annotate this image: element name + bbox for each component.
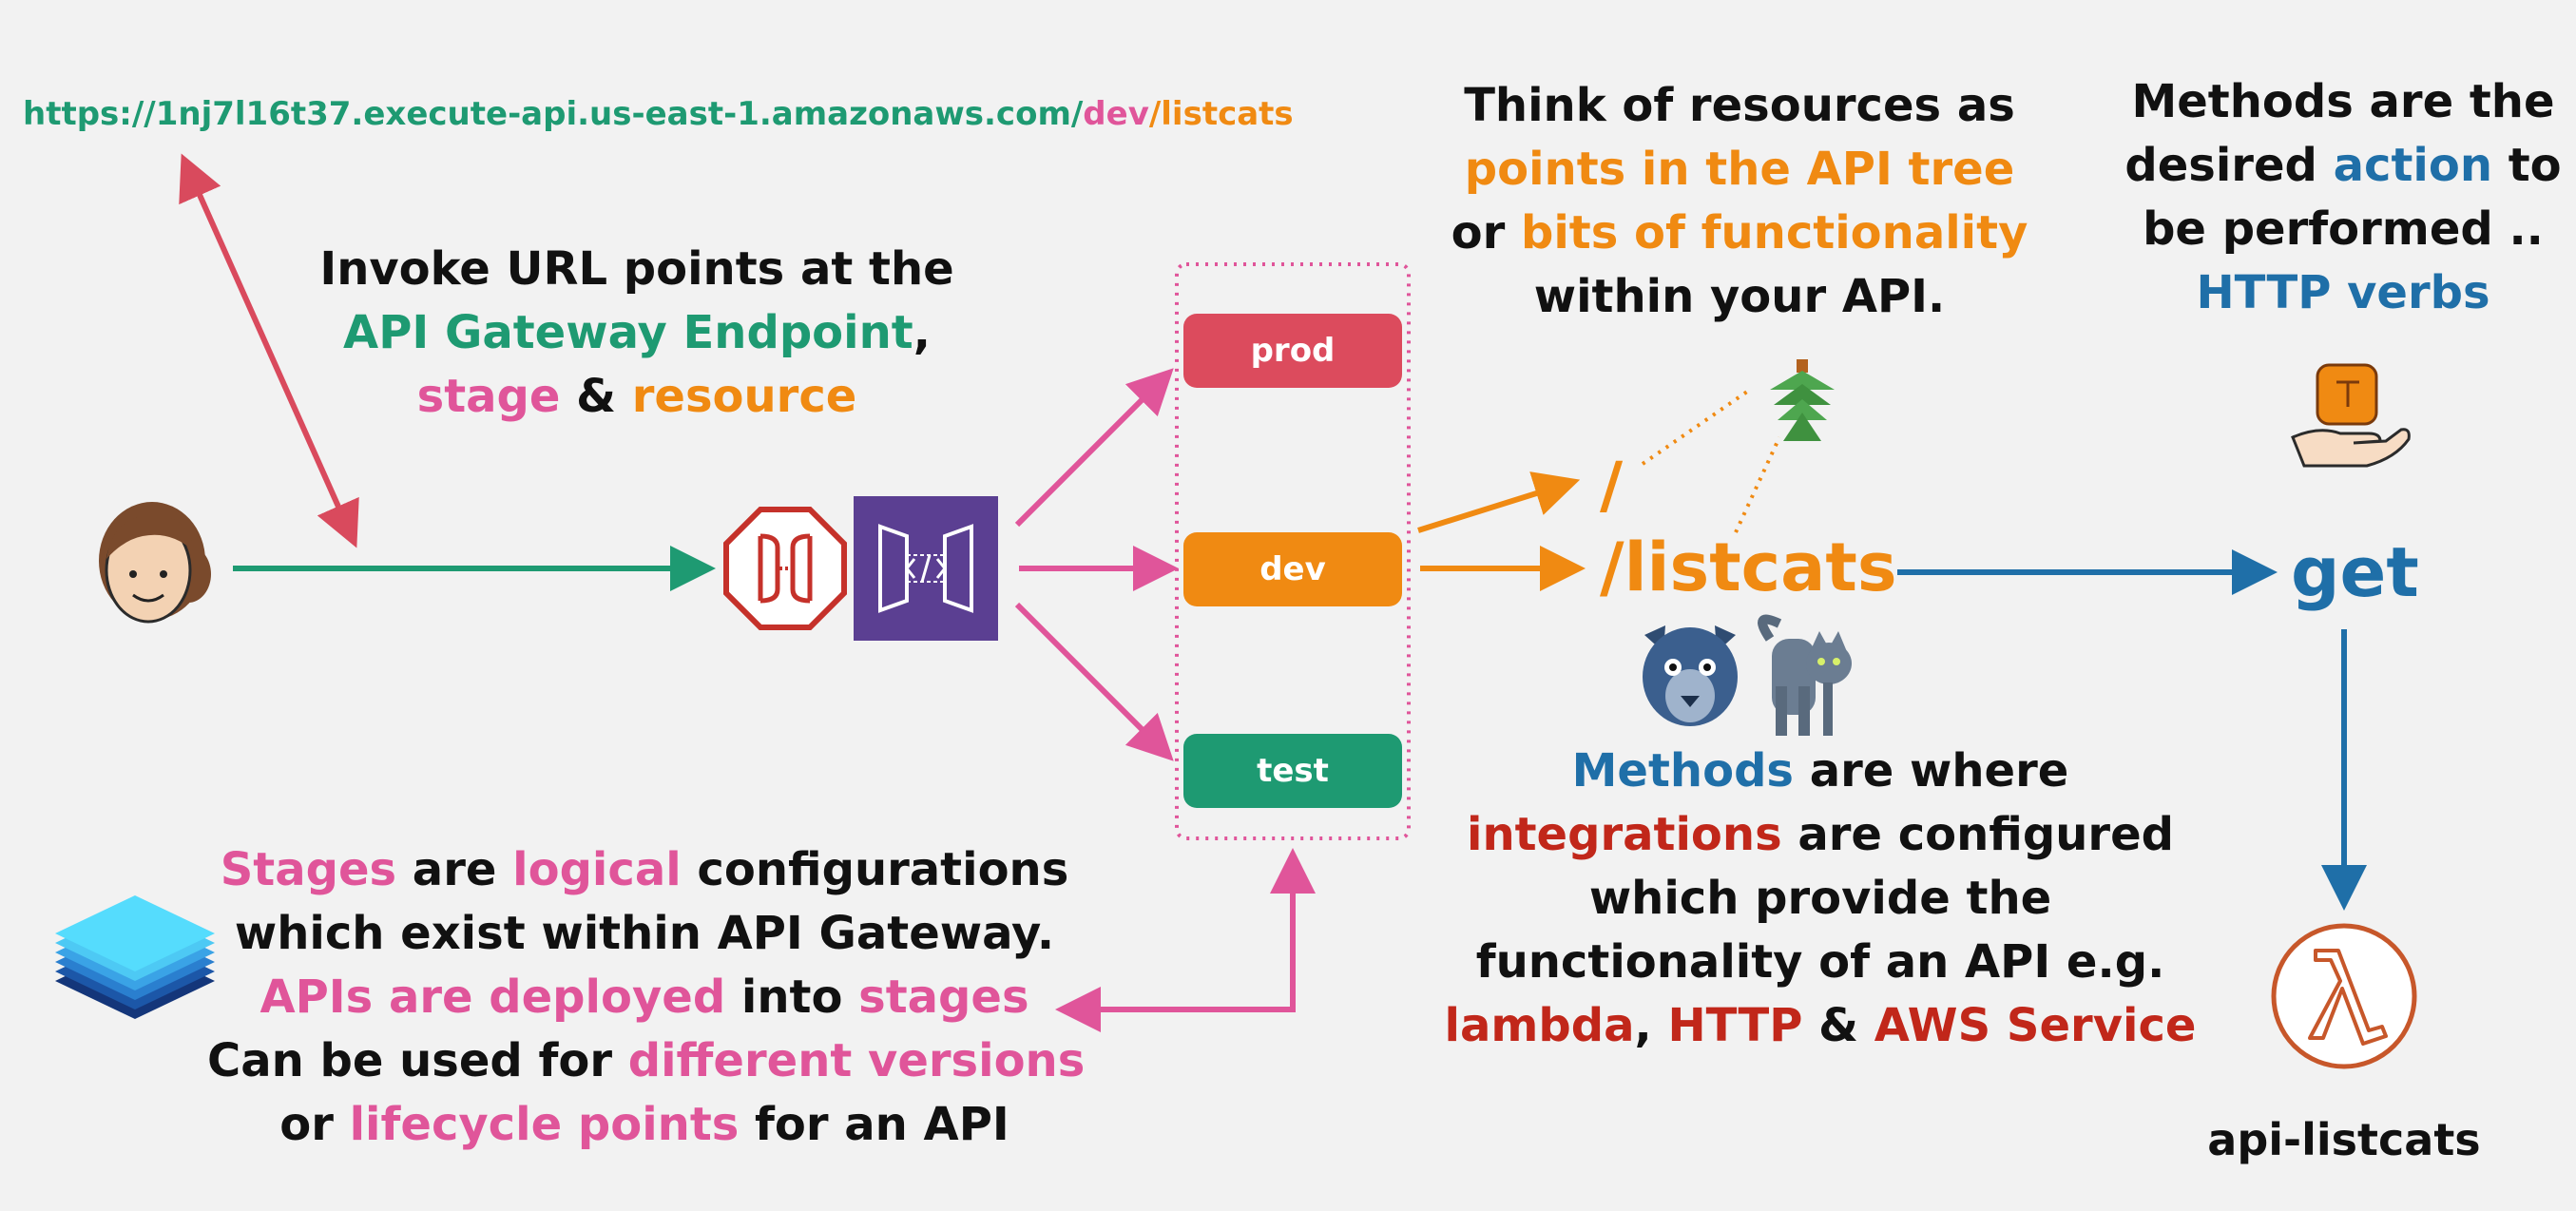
integrations-note-http: HTTP: [1667, 999, 1803, 1052]
integrations-note-configured: are configured: [1781, 808, 2174, 861]
methods-note-desired: desired: [2124, 139, 2334, 192]
integrations-note-line-3: which provide the: [1588, 872, 2052, 925]
resources-note-line-1: Think of resources as: [1464, 79, 2015, 132]
hand-with-box-icon: [2291, 363, 2411, 468]
resource-listcats[interactable]: /listcats: [1600, 529, 1897, 606]
url-separator: /: [1148, 95, 1162, 133]
gateway-to-test-arrow: [1014, 602, 1174, 761]
url-to-user-arrow: [179, 153, 359, 548]
invoke-note-line-1: Invoke URL points at the: [319, 242, 954, 296]
lambda-icon: [2271, 923, 2417, 1069]
methods-note-to: to: [2491, 139, 2562, 192]
url-stage: dev: [1083, 95, 1149, 133]
stage-prod[interactable]: prod: [1183, 314, 1402, 388]
resources-note-line-3: or bits of functionality: [1416, 202, 2063, 265]
invoke-note-comma: ,: [913, 306, 931, 359]
cat-icon: [1758, 614, 1852, 736]
stages-note-used-for: Can be used for: [207, 1034, 628, 1087]
url-base: https://1nj7l16t37.execute-api.us-east-1…: [23, 95, 1084, 133]
stages-note-for-api: for an API: [739, 1098, 1009, 1151]
gateway-to-prod-arrow: [1014, 368, 1174, 528]
integrations-note-line-1: Methods are where: [1426, 740, 2215, 803]
method-get[interactable]: get: [2291, 532, 2419, 612]
url-resource: listcats: [1161, 95, 1294, 133]
api-gateway-icon: [854, 496, 998, 641]
integrations-note-amp: &: [1802, 999, 1874, 1052]
integrations-note-integrations: integrations: [1466, 808, 1782, 861]
invoke-note-line-3: stage & resource: [304, 365, 970, 429]
stages-note-line-3: APIs are deployed into stages: [207, 966, 1082, 1029]
invoke-url-note: Invoke URL points at the API Gateway End…: [304, 238, 970, 429]
methods-note-line-4: HTTP verbs: [2196, 266, 2490, 319]
layers-icon: [55, 895, 215, 1019]
resources-note-or: or: [1451, 206, 1521, 260]
stages-note-line-4: Can be used for different versions: [207, 1029, 1085, 1093]
stages-note-versions: different versions: [627, 1034, 1086, 1087]
tree-link-root: [1641, 390, 1749, 466]
invoke-note-stage: stage: [416, 370, 561, 423]
methods-note-line-1: Methods are the: [2131, 75, 2555, 128]
resources-note: Think of resources as points in the API …: [1416, 74, 2063, 329]
stages-note-stages: Stages: [220, 843, 397, 896]
tree-icon: [1770, 359, 1835, 441]
stage-dev[interactable]: dev: [1183, 532, 1402, 606]
stages-container: [1175, 262, 1411, 840]
integrations-note-comma: ,: [1634, 999, 1668, 1052]
tree-link-listcats: [1734, 436, 1781, 533]
stages-note-or: or: [279, 1098, 350, 1151]
dev-to-root-arrow: [1417, 471, 1581, 533]
invoke-note-line-2: API Gateway Endpoint,: [304, 301, 970, 365]
integrations-note-lambda: lambda: [1444, 999, 1635, 1052]
stage-test[interactable]: test: [1183, 734, 1402, 808]
stages-note-logical: logical: [512, 843, 682, 896]
resources-note-bits: bits of functionality: [1520, 206, 2028, 260]
integrations-note: Methods are where integrations are confi…: [1426, 740, 2215, 1058]
integrations-note-line-5: lambda, HTTP & AWS Service: [1426, 994, 2215, 1058]
resources-note-line-4: within your API.: [1533, 270, 1946, 323]
panther-icon: [1643, 625, 1738, 726]
integrations-note-aws-service: AWS Service: [1874, 999, 2197, 1052]
stages-note-are: are: [396, 843, 513, 896]
stages-note-stages-2: stages: [858, 971, 1029, 1024]
integrations-note-are-where: are where: [1794, 744, 2069, 798]
invoke-note-endpoint: API Gateway Endpoint: [343, 306, 913, 359]
stages-note-deployed: APIs are deployed: [260, 971, 726, 1024]
resources-note-line-2: points in the API tree: [1464, 143, 2015, 196]
integrations-note-line-4: functionality of an API e.g.: [1475, 935, 2165, 989]
stages-note-line-1: Stages are logical configurations: [207, 838, 1082, 902]
stages-note-configurations: configurations: [681, 843, 1069, 896]
invoke-url: https://1nj7l16t37.execute-api.us-east-1…: [23, 95, 1294, 133]
invoke-note-resource: resource: [631, 370, 857, 423]
lambda-name: api-listcats: [2207, 1114, 2481, 1165]
invoke-note-amp: &: [560, 370, 632, 423]
stages-note-into: into: [725, 971, 859, 1024]
methods-note-action: action: [2333, 139, 2492, 192]
gateway-endpoint-icon: [723, 507, 847, 630]
user-icon: [99, 502, 211, 624]
methods-note-line-3: be performed ..: [2143, 202, 2544, 256]
stages-note-lifecycle: lifecycle points: [349, 1098, 740, 1151]
integrations-note-line-2: integrations are configured: [1426, 803, 2215, 867]
stages-note-line-2: which exist within API Gateway.: [234, 907, 1055, 960]
methods-note-line-2: desired action to: [2091, 134, 2576, 198]
stages-note: Stages are logical configurations which …: [207, 838, 1085, 1157]
resource-root[interactable]: /: [1600, 449, 1624, 522]
stages-note-arrow: [1055, 848, 1316, 1032]
stages-note-line-5: or lifecycle points for an API: [207, 1093, 1082, 1157]
methods-note: Methods are the desired action to be per…: [2091, 70, 2576, 325]
integrations-note-methods: Methods: [1571, 744, 1794, 798]
